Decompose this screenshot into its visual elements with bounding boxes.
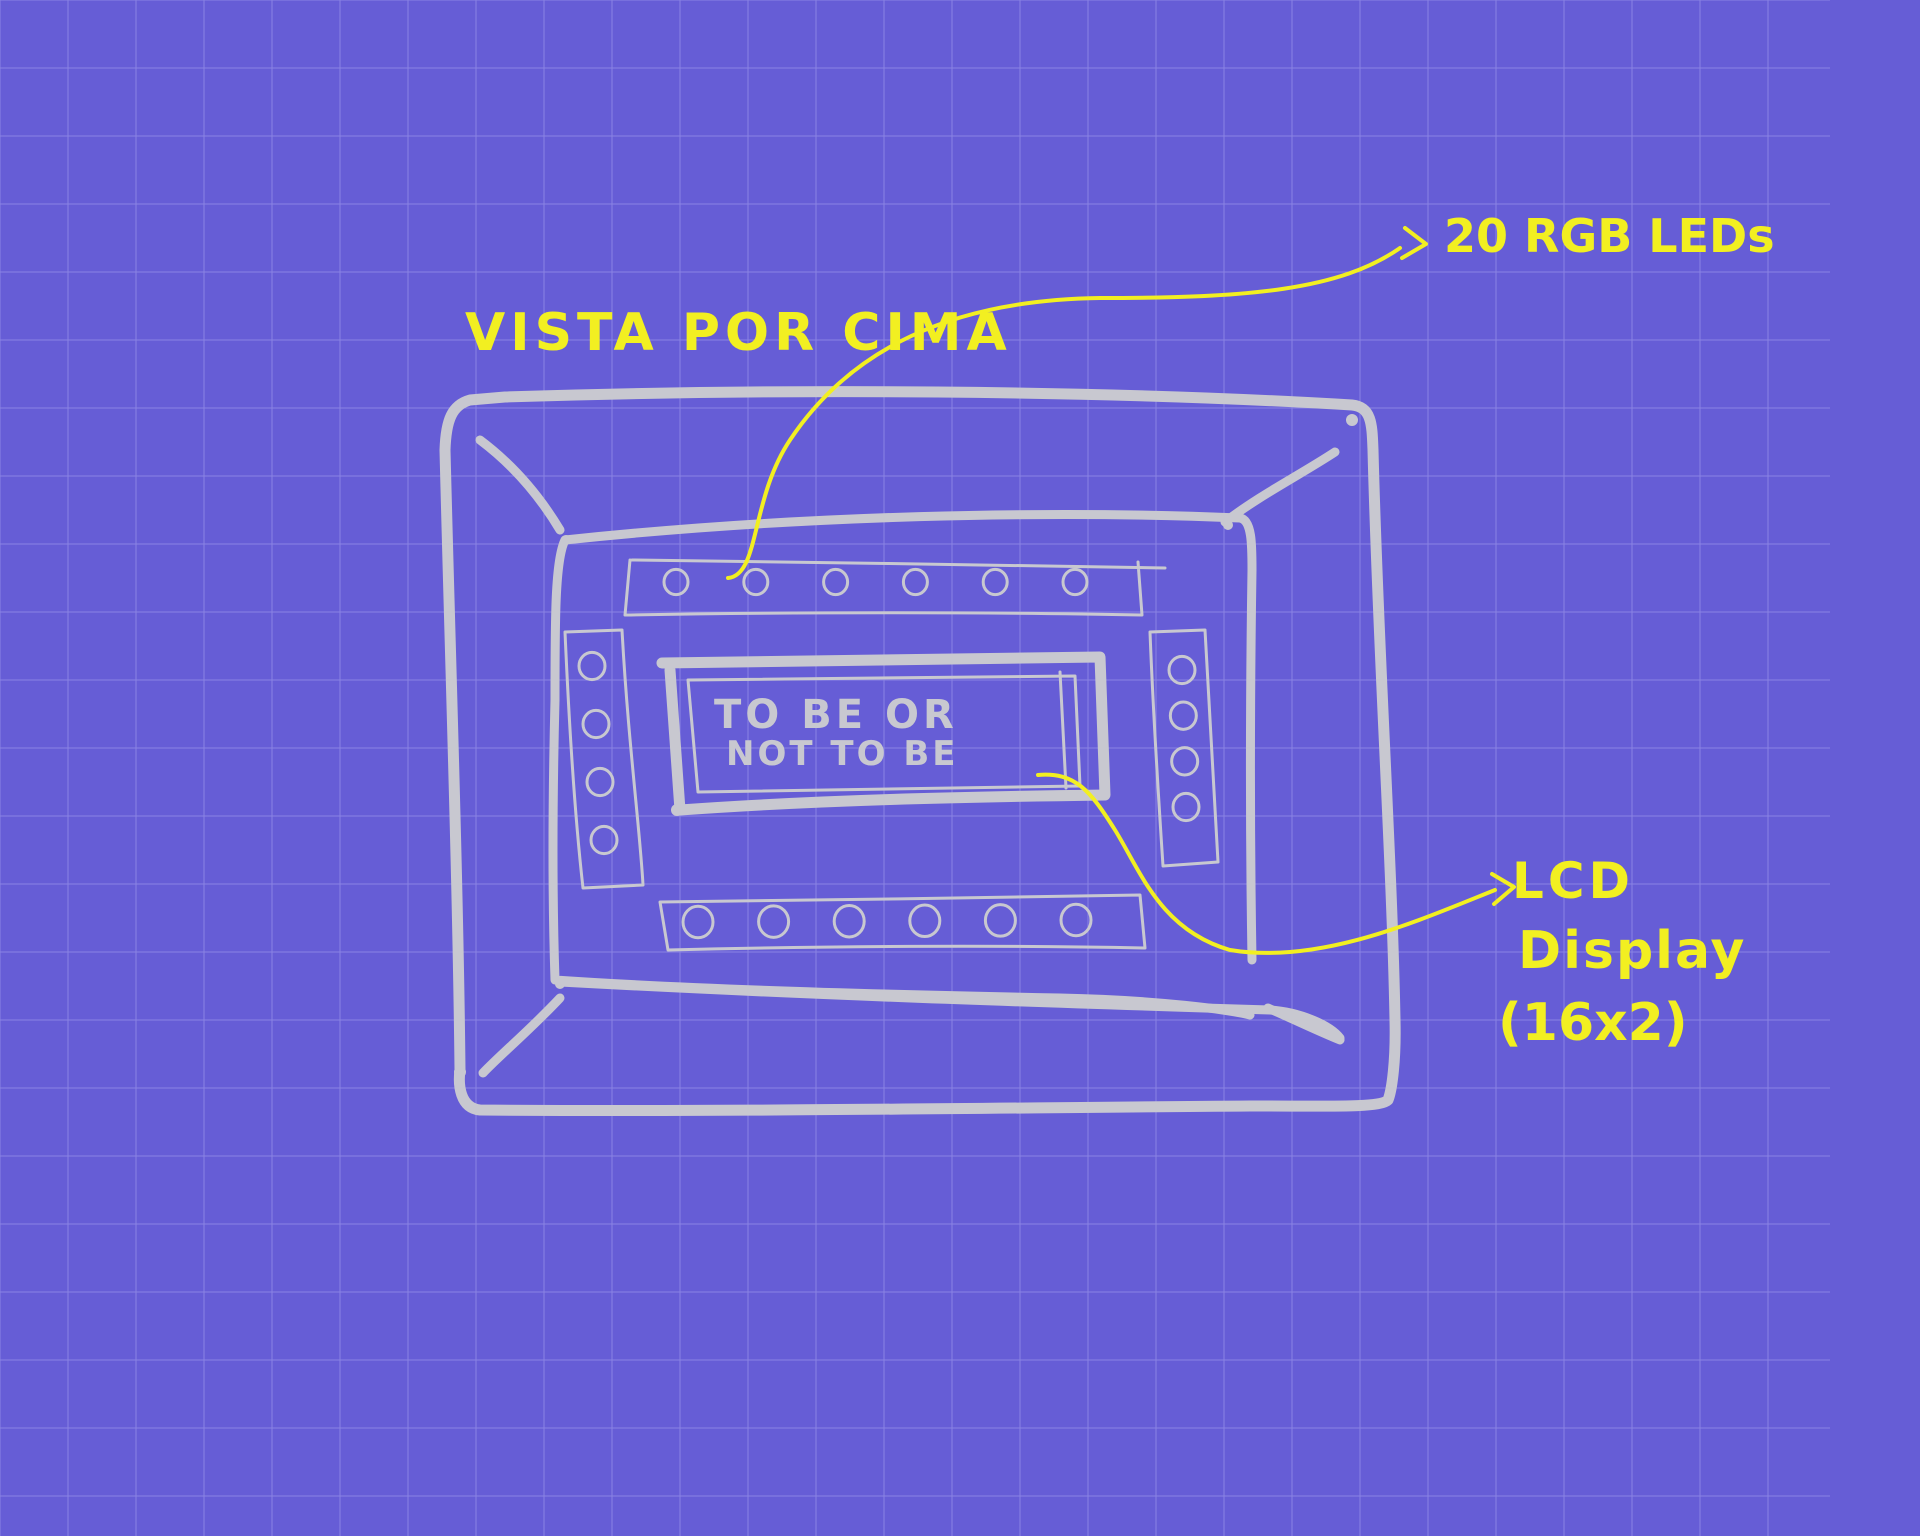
leds-left bbox=[577, 650, 619, 856]
led-right bbox=[1171, 791, 1201, 823]
lcd-display: TO BE OR NOT TO BE bbox=[656, 651, 1111, 816]
lcd-callout-label-3: (16x2) bbox=[1498, 993, 1688, 1053]
led-top bbox=[822, 567, 850, 597]
led-right bbox=[1170, 746, 1200, 777]
corner-dot-tr bbox=[1223, 520, 1233, 530]
led-bottom bbox=[908, 903, 942, 939]
leds-top bbox=[662, 567, 1089, 597]
leds-bottom bbox=[681, 902, 1093, 940]
led-top bbox=[981, 567, 1009, 597]
leds-callout-arrowhead bbox=[1400, 226, 1428, 260]
led-strips bbox=[563, 558, 1220, 952]
led-top bbox=[1061, 567, 1089, 597]
lcd-text-line-1: TO BE OR bbox=[714, 692, 958, 738]
diagram-title: VISTA POR CIMA bbox=[465, 303, 1012, 363]
lcd-corner-dot bbox=[671, 804, 683, 816]
led-strip-top bbox=[623, 558, 1167, 617]
enclosure-outer-wall bbox=[439, 386, 1401, 1117]
led-bottom bbox=[983, 903, 1017, 938]
led-strip-left bbox=[563, 628, 645, 890]
bevel-bottom-left bbox=[478, 993, 565, 1078]
lcd-callout-label-2: Display bbox=[1518, 921, 1746, 981]
enclosure bbox=[439, 386, 1401, 1117]
led-right bbox=[1168, 700, 1198, 731]
led-strip-bottom bbox=[658, 893, 1147, 952]
led-bottom bbox=[681, 904, 715, 940]
corner-dot-tr-outer bbox=[1346, 414, 1358, 426]
lcd-bezel bbox=[656, 651, 1111, 816]
leds-callout-label: 20 RGB LEDs bbox=[1444, 209, 1775, 263]
led-left bbox=[577, 650, 607, 682]
lcd-screen-inner-edge bbox=[1058, 670, 1068, 790]
leds-right bbox=[1167, 654, 1201, 823]
lcd-callout-label-1: LCD bbox=[1512, 852, 1634, 910]
corner-dot-bl bbox=[555, 979, 565, 989]
led-bottom bbox=[1059, 902, 1093, 938]
lcd-callout-arrow bbox=[1036, 772, 1497, 955]
led-left bbox=[589, 824, 619, 856]
annotations: VISTA POR CIMA 20 RGB LEDs LCD Display (… bbox=[465, 209, 1775, 1053]
corner-dot-bl-outer bbox=[454, 1066, 466, 1078]
led-strip-right bbox=[1148, 628, 1220, 868]
lcd-callout-arrowhead bbox=[1490, 872, 1516, 906]
led-bottom bbox=[757, 904, 791, 939]
enclosure-inner-bottom bbox=[555, 977, 1345, 1043]
grid-lines bbox=[0, 0, 1830, 1536]
lcd-text-line-2: NOT TO BE bbox=[726, 734, 958, 774]
led-top bbox=[662, 567, 690, 597]
bevel-top-right bbox=[1220, 447, 1340, 527]
led-top bbox=[901, 567, 929, 597]
led-top bbox=[742, 567, 770, 597]
led-bottom bbox=[832, 903, 866, 939]
led-left bbox=[581, 708, 611, 740]
bevel-bottom-right bbox=[1263, 1003, 1345, 1045]
leds-callout-arrow bbox=[726, 246, 1402, 580]
corner-dot-tl bbox=[561, 535, 571, 545]
led-right bbox=[1167, 654, 1197, 686]
bevel-top-left bbox=[475, 435, 565, 535]
led-left bbox=[585, 766, 615, 798]
